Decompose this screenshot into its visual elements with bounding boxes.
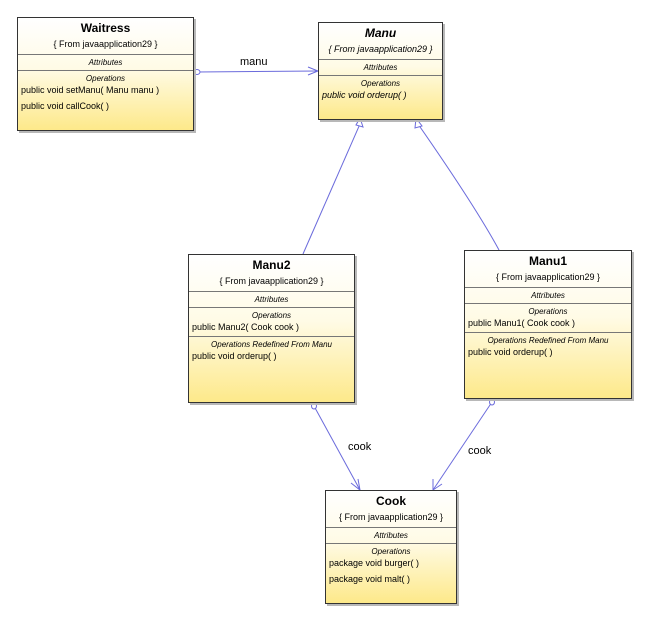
generalization-manu1-manu[interactable] bbox=[414, 116, 500, 251]
association-waitress-manu[interactable]: manu bbox=[193, 56, 320, 76]
class-manu[interactable]: Manu { From javaapplication29 } Attribut… bbox=[318, 22, 443, 120]
class-name: Manu1 bbox=[528, 254, 567, 268]
operations-section: Operations public Manu2( Cook cook ) bbox=[189, 308, 354, 337]
generalization-line bbox=[417, 123, 500, 251]
operations-title: Operations bbox=[371, 547, 411, 556]
redefined-operations-section: Operations Redefined From Manu public vo… bbox=[189, 337, 354, 365]
attributes-section: Attributes bbox=[465, 288, 631, 304]
redefined-operations-section: Operations Redefined From Manu public vo… bbox=[465, 333, 631, 361]
aggregation-diamond bbox=[193, 69, 201, 75]
operation[interactable]: package void malt( ) bbox=[329, 574, 411, 584]
operations-title: Operations bbox=[360, 79, 401, 88]
attributes-section: Attributes bbox=[189, 292, 354, 308]
class-manu2[interactable]: Manu2 { From javaapplication29 } Attribu… bbox=[188, 254, 355, 403]
class-header: Manu1 { From javaapplication29 } bbox=[465, 251, 631, 288]
attributes-title: Attributes bbox=[254, 295, 289, 304]
operation[interactable]: public Manu1( Cook cook ) bbox=[468, 318, 576, 328]
operation[interactable]: public void orderup( ) bbox=[322, 90, 407, 100]
navigation-arrow bbox=[350, 478, 361, 492]
operations-title: Operations bbox=[85, 74, 126, 83]
class-name: Manu2 bbox=[252, 258, 291, 272]
generalization-line bbox=[302, 123, 361, 255]
attributes-title: Attributes bbox=[531, 291, 565, 300]
operation[interactable]: package void burger( ) bbox=[329, 558, 420, 568]
association-line bbox=[432, 401, 493, 491]
class-stereotype: { From javaapplication29 } bbox=[219, 276, 324, 286]
redefined-operations-title: Operations Redefined From Manu bbox=[487, 336, 609, 345]
class-name: Manu bbox=[364, 26, 397, 40]
attributes-section: Attributes bbox=[18, 55, 193, 71]
redefined-operations-title: Operations Redefined From Manu bbox=[211, 340, 332, 349]
class-header: Cook { From javaapplication29 } bbox=[326, 491, 456, 528]
generalization-manu2-manu[interactable] bbox=[302, 116, 364, 255]
attributes-title: Attributes bbox=[88, 58, 123, 67]
class-stereotype: { From javaapplication29 } bbox=[338, 512, 444, 522]
operations-section: Operations public void setManu( Manu man… bbox=[18, 71, 193, 115]
class-header: Manu2 { From javaapplication29 } bbox=[189, 255, 354, 292]
association-manu1-cook[interactable]: cook bbox=[432, 398, 495, 491]
class-cook[interactable]: Cook { From javaapplication29 } Attribut… bbox=[325, 490, 457, 604]
operation[interactable]: public void orderup( ) bbox=[468, 347, 553, 357]
attributes-title: Attributes bbox=[374, 531, 408, 540]
association-label-manu: manu bbox=[240, 56, 268, 68]
class-name: Cook bbox=[376, 494, 406, 508]
generalization-arrowhead bbox=[414, 116, 423, 129]
association-line bbox=[196, 70, 319, 73]
operations-section: Operations package void burger( ) packag… bbox=[326, 544, 456, 588]
class-waitress[interactable]: Waitress { From javaapplication29 } Attr… bbox=[17, 17, 194, 131]
attributes-section: Attributes bbox=[319, 60, 442, 76]
aggregation-diamond bbox=[311, 402, 317, 410]
association-line bbox=[313, 405, 361, 491]
class-stereotype: { From javaapplication29 } bbox=[53, 39, 158, 49]
operation[interactable]: public void orderup( ) bbox=[192, 351, 277, 361]
operations-section: Operations public void orderup( ) bbox=[319, 76, 442, 104]
operation[interactable]: public Manu2( Cook cook ) bbox=[192, 322, 300, 332]
operations-title: Operations bbox=[251, 311, 292, 320]
operations-section: Operations public Manu1( Cook cook ) bbox=[465, 304, 631, 333]
aggregation-diamond bbox=[489, 398, 495, 406]
operation[interactable]: public void callCook( ) bbox=[21, 101, 110, 111]
class-name: Waitress bbox=[80, 21, 131, 35]
operations-title: Operations bbox=[528, 307, 568, 316]
association-label-cook: cook bbox=[348, 441, 372, 453]
class-header: Waitress { From javaapplication29 } bbox=[18, 18, 193, 55]
association-manu2-cook[interactable]: cook bbox=[311, 402, 372, 492]
attributes-section: Attributes bbox=[326, 528, 456, 544]
class-manu1[interactable]: Manu1 { From javaapplication29 } Attribu… bbox=[464, 250, 632, 399]
generalization-arrowhead bbox=[355, 116, 364, 128]
class-header: Manu { From javaapplication29 } bbox=[319, 23, 442, 60]
class-stereotype: { From javaapplication29 } bbox=[328, 44, 433, 54]
association-label-cook: cook bbox=[468, 445, 492, 457]
attributes-title: Attributes bbox=[363, 63, 398, 72]
operation[interactable]: public void setManu( Manu manu ) bbox=[21, 85, 160, 95]
class-stereotype: { From javaapplication29 } bbox=[495, 272, 601, 282]
